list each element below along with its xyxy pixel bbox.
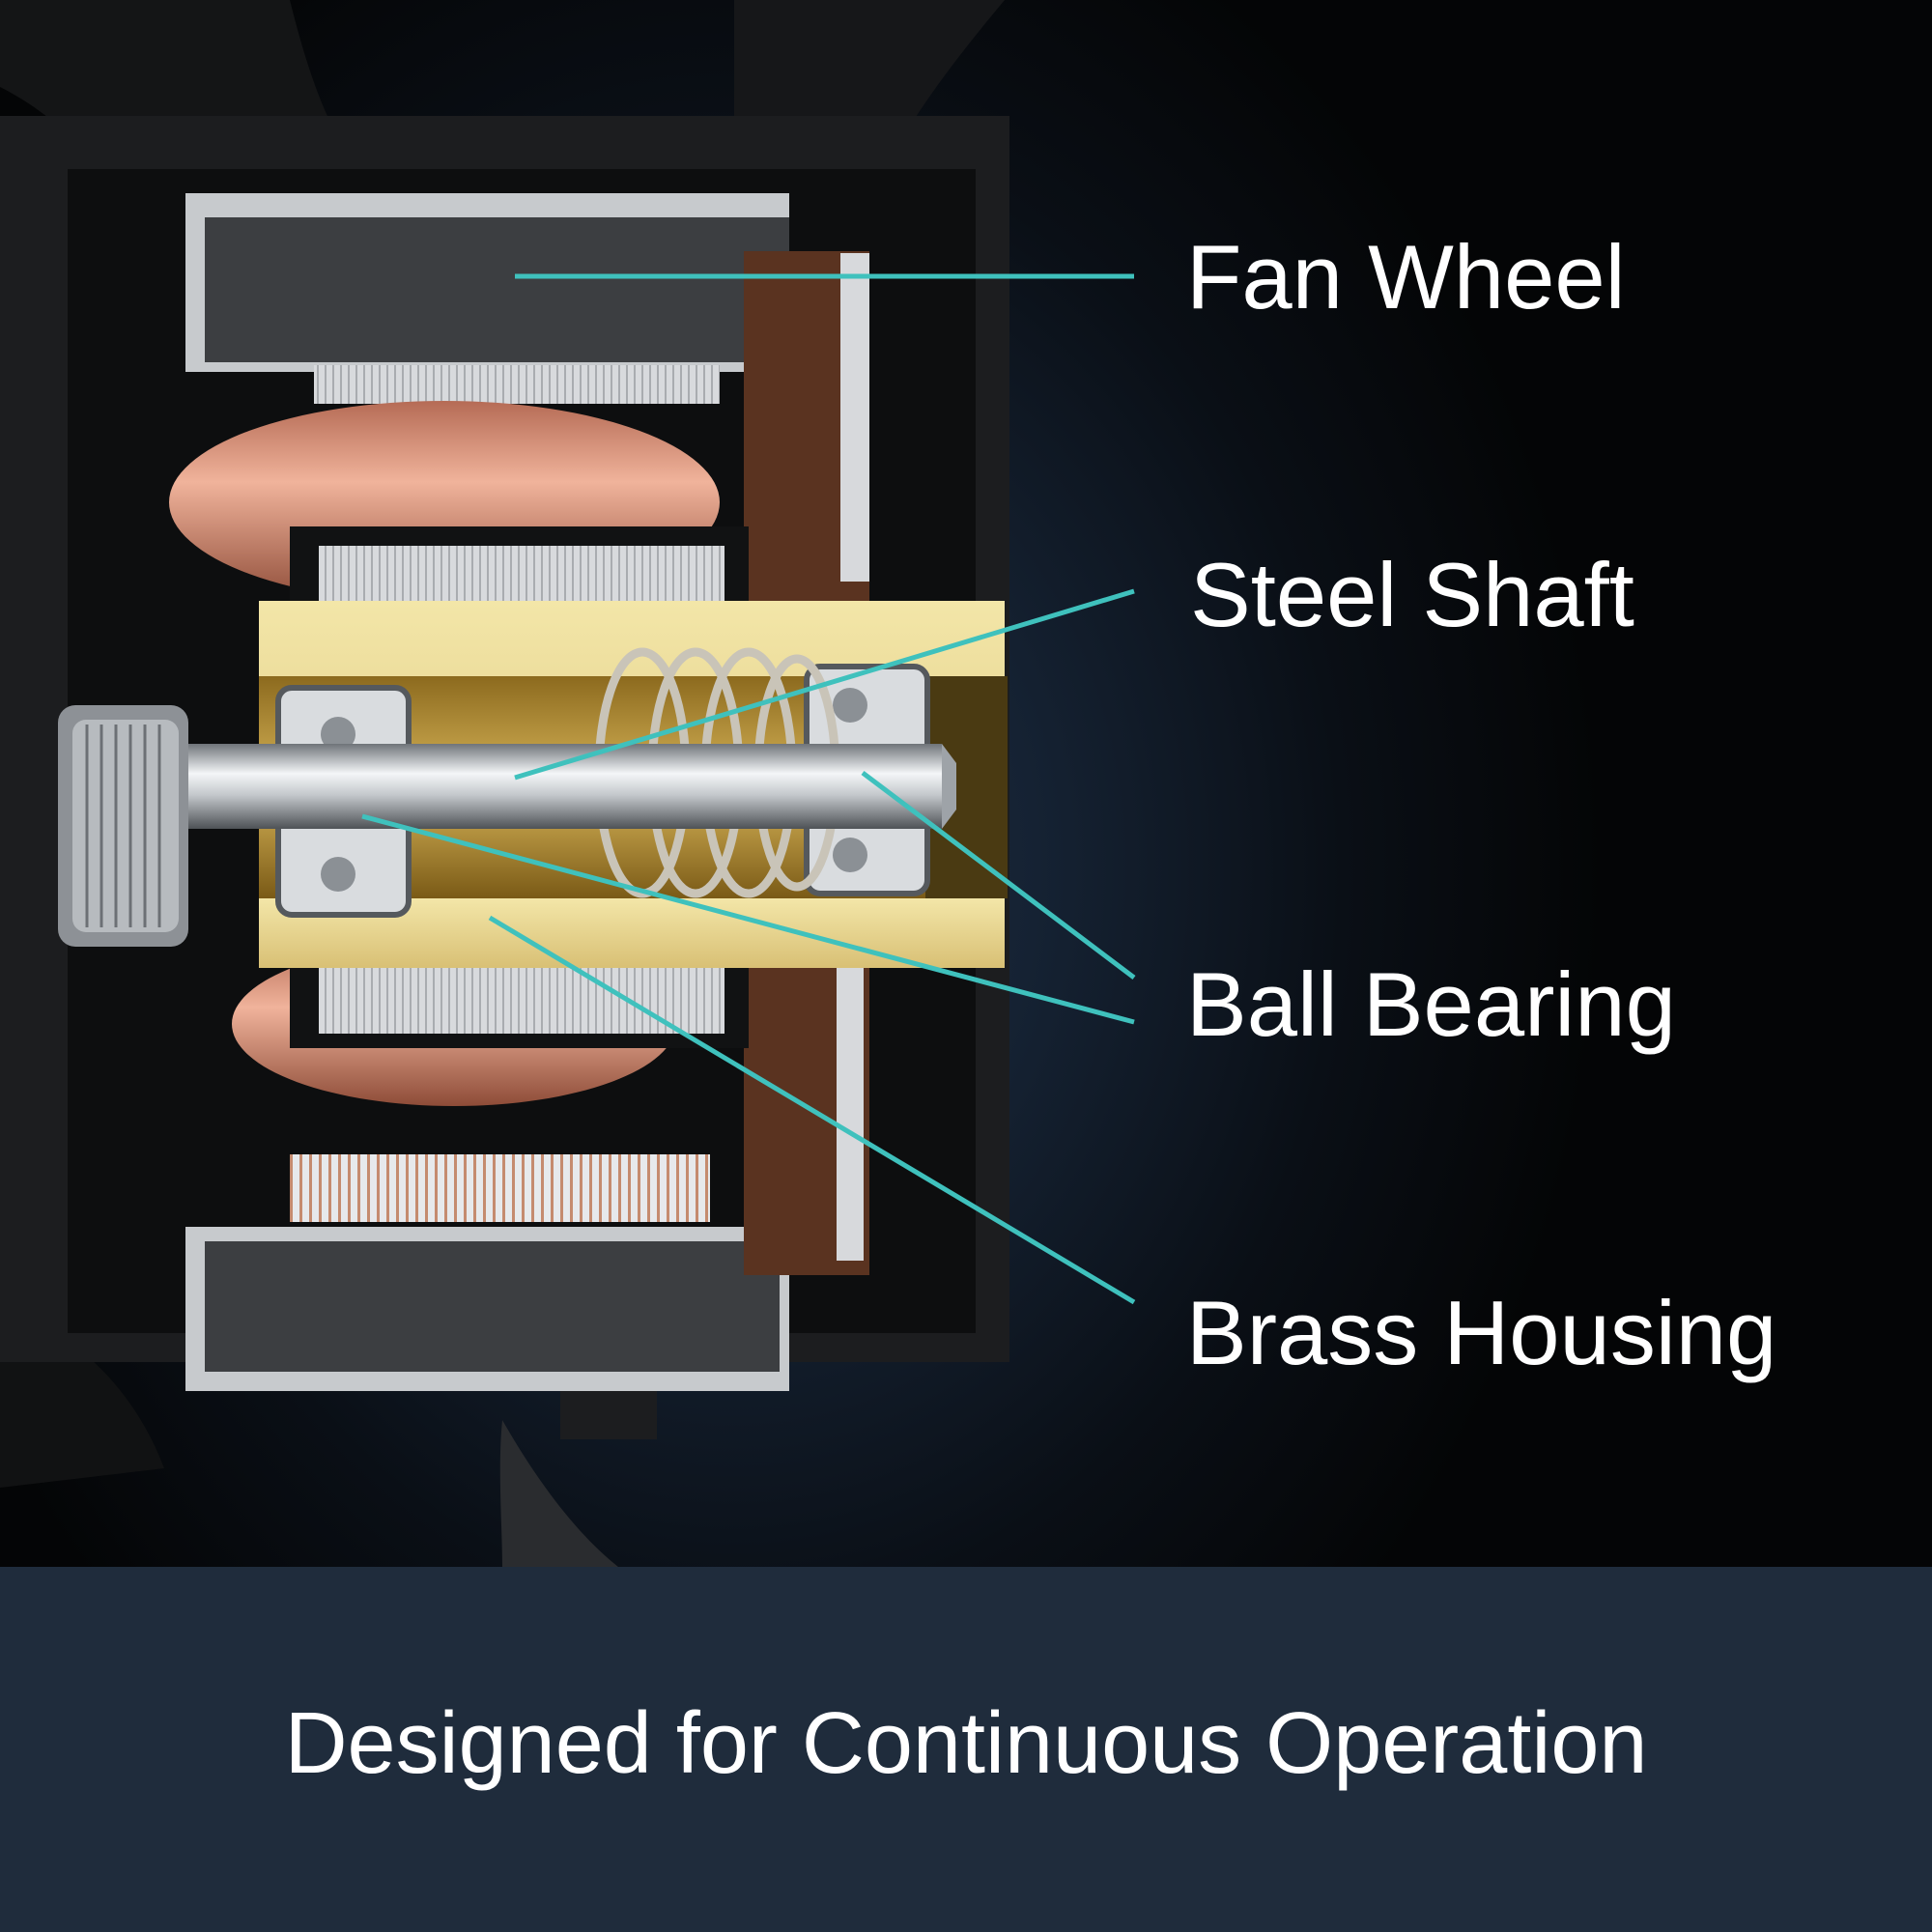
leader-lines: [361, 273, 1136, 1305]
leader-line-steel-shaft: [514, 588, 1135, 781]
leader-line-ball-bearing-left: [361, 813, 1135, 1025]
motor-cutaway-illustration: Fan Wheel Steel Shaft Ball Bearing Brass…: [0, 0, 1932, 1567]
label-steel-shaft: Steel Shaft: [1190, 544, 1634, 645]
motor-cutaway-drawing: [0, 0, 1136, 1567]
label-ball-bearing: Ball Bearing: [1186, 953, 1676, 1055]
caption-bar: Designed for Continuous Operation: [0, 1567, 1932, 1932]
leader-line-ball-bearing-right: [861, 771, 1136, 980]
leader-line-brass-housing: [488, 915, 1136, 1305]
caption-text: Designed for Continuous Operation: [284, 1695, 1648, 1792]
label-fan-wheel: Fan Wheel: [1186, 226, 1626, 327]
label-brass-housing: Brass Housing: [1186, 1282, 1777, 1383]
